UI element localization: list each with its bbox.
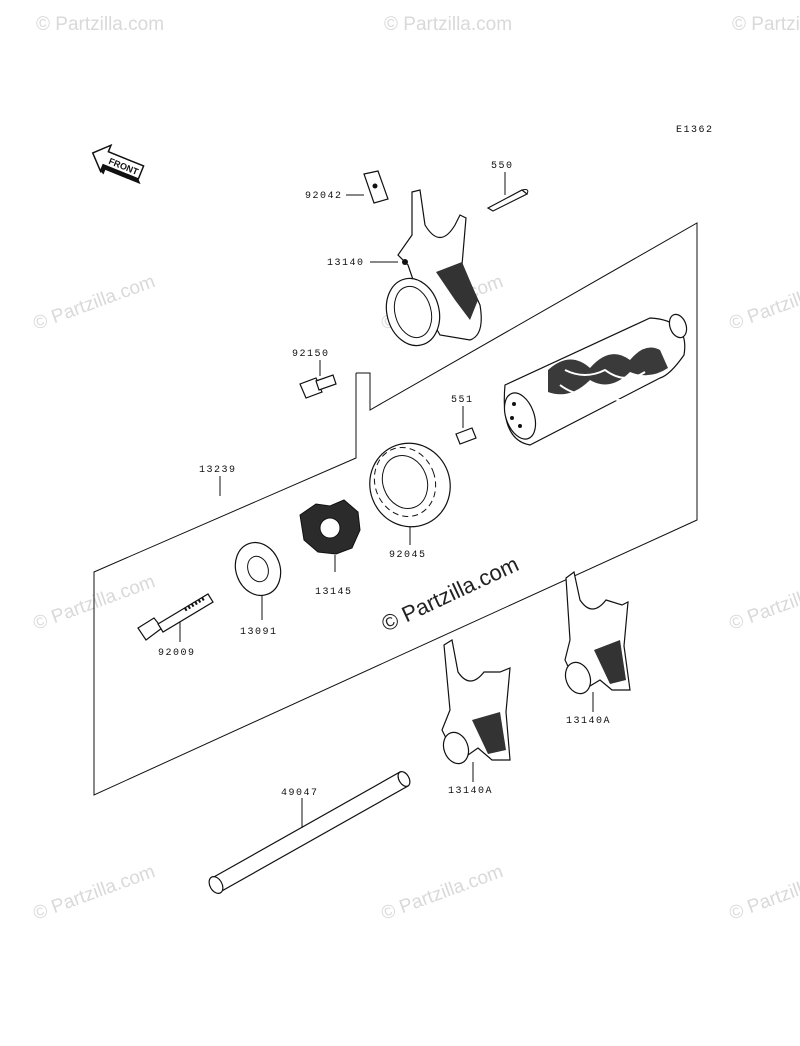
assembly-outline [93, 222, 698, 796]
part-label-13140A-right: 13140A [566, 716, 611, 727]
part-13091-plate: 13091 [234, 541, 282, 638]
watermark: © Partzilla.com [732, 14, 800, 35]
watermark: © Partzilla.com [31, 271, 158, 335]
part-label-550: 550 [491, 161, 514, 172]
part-550-cotter-pin: 550 [486, 161, 529, 212]
center-watermark-text: © Partzilla.com [378, 551, 523, 636]
part-label-13145: 13145 [315, 587, 353, 598]
part-label-13140: 13140 [327, 258, 365, 269]
part-label-49047: 49047 [281, 788, 319, 799]
part-label-13239: 13239 [199, 465, 237, 476]
part-label-92045: 92045 [389, 550, 427, 561]
watermark: © Partzilla.com [31, 861, 158, 925]
part-92045-bearing: 92045 [369, 442, 451, 561]
part-label-92009: 92009 [158, 648, 196, 659]
part-label-92150: 92150 [292, 349, 330, 360]
part-13140-shift-fork: 13140 [327, 189, 482, 347]
part-92009-screw: 92009 [137, 593, 214, 659]
center-watermark: © Partzilla.com [378, 551, 523, 636]
watermark: © Partzilla.com [36, 14, 164, 35]
watermark: © Partzilla.com [727, 571, 800, 635]
watermark: © Partzilla.com [727, 271, 800, 335]
part-13140A-fork-left: 13140A [441, 639, 511, 797]
part-label-13091: 13091 [240, 627, 278, 638]
part-13145-cam: 13145 [299, 499, 361, 598]
watermark: © Partzilla.com [384, 14, 512, 35]
front-arrow-icon: FRONT [91, 143, 145, 185]
diagram-code: E1362 [676, 125, 714, 136]
part-13239-callout: 13239 [199, 465, 237, 496]
part-551-pin: 551 [451, 395, 477, 445]
part-92150-bolt: 92150 [292, 349, 337, 399]
part-49047-shaft: 49047 [208, 771, 411, 894]
watermark: © Partzilla.com [727, 861, 800, 925]
part-label-92042: 92042 [305, 191, 343, 202]
part-shift-drum [503, 313, 688, 446]
part-label-13140A-left: 13140A [448, 786, 493, 797]
part-label-551: 551 [451, 395, 474, 406]
part-92042-pin: 92042 [305, 170, 389, 204]
watermark: © Partzilla.com [379, 861, 506, 925]
part-13140A-fork-right: 13140A [564, 570, 631, 727]
